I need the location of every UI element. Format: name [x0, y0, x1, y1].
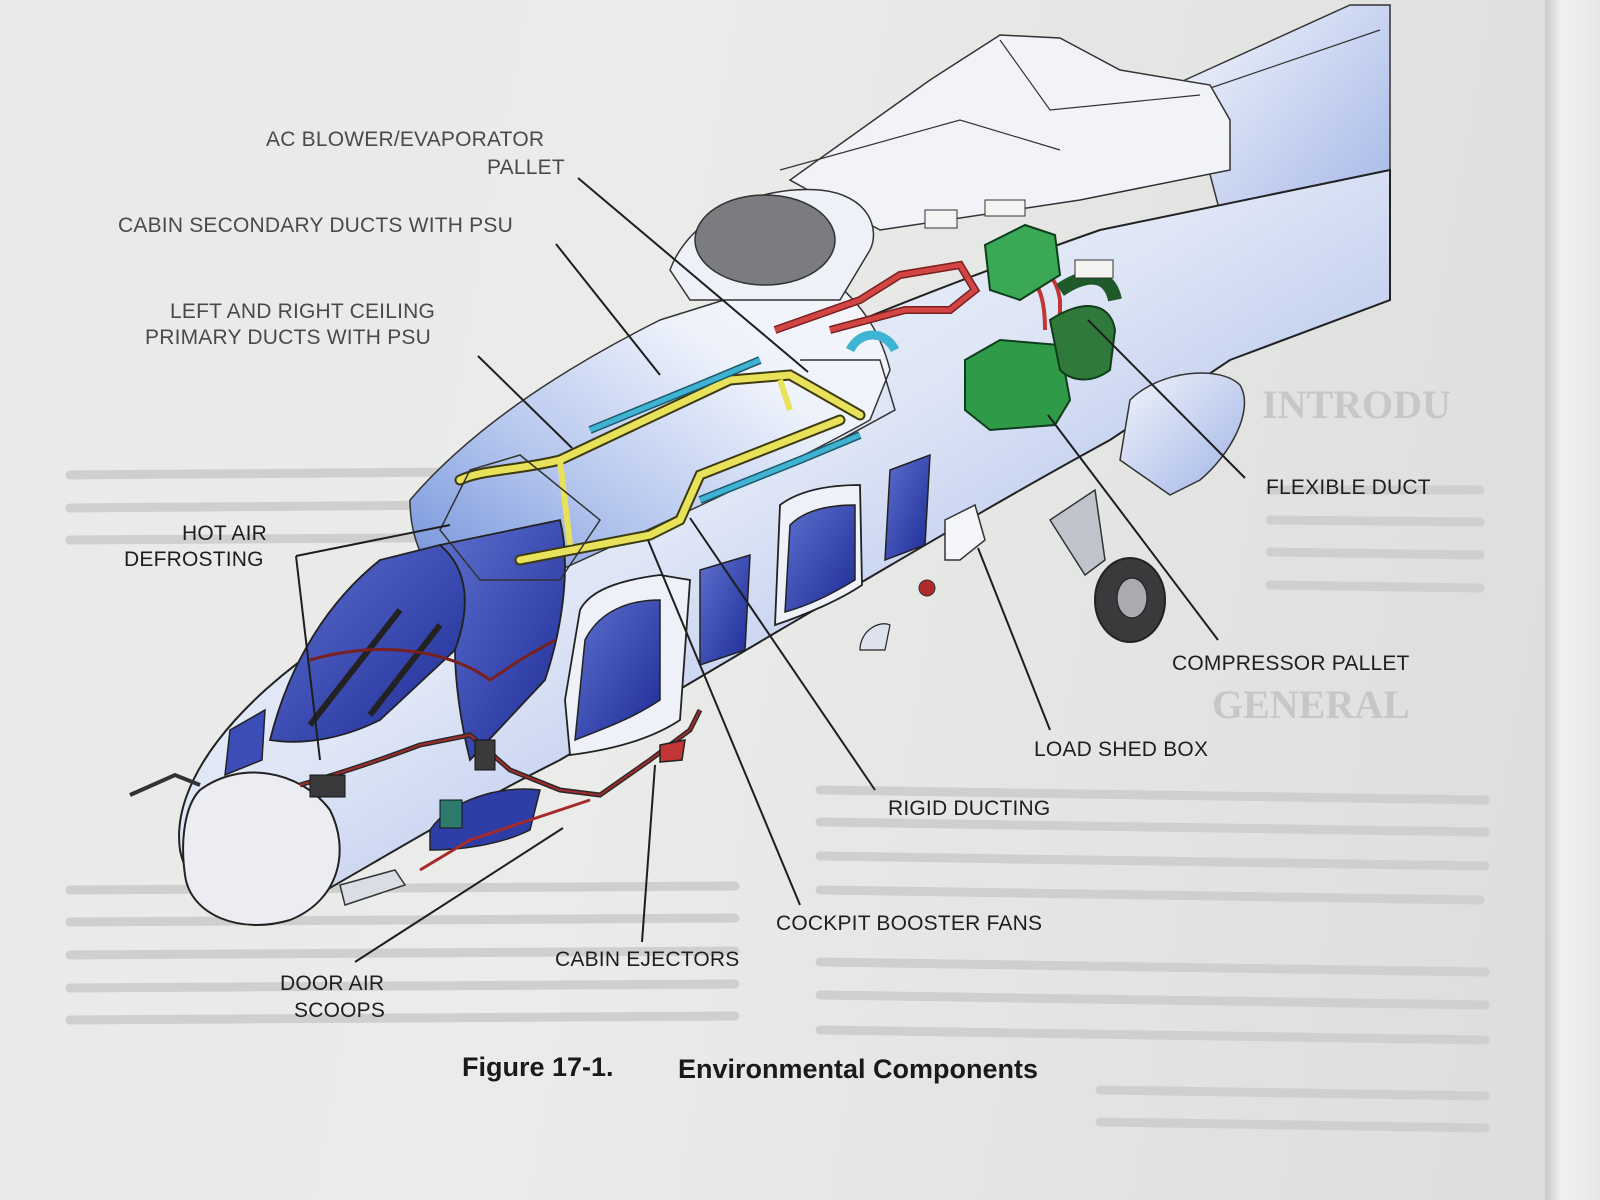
bleed-text-lines [65, 465, 1490, 1133]
leader-cabin-secondary [555, 243, 661, 376]
label-flexible-duct: FLEXIBLE DUCT [1266, 476, 1431, 499]
leader-load-shed [977, 547, 1051, 731]
leader-ceiling-primary [477, 355, 573, 449]
leader-rigid-ducting [689, 517, 876, 791]
bleed-heading-introduction: INTRODU [1262, 382, 1451, 427]
bleed-heading-general: GENERAL [1212, 682, 1410, 727]
leader-cockpit-booster [647, 539, 801, 906]
label-cockpit-booster-fans: COCKPIT BOOSTER FANS [776, 912, 1042, 935]
figure-number: Figure 17-1. [462, 1052, 614, 1082]
label-ceiling-primary-line1: LEFT AND RIGHT CEILING [170, 300, 435, 323]
figure-caption: Figure 17-1. Environmental Components [462, 1052, 1038, 1084]
label-compressor-pallet: COMPRESSOR PALLET [1172, 652, 1410, 675]
leader-ac-blower [577, 177, 809, 373]
label-load-shed-box: LOAD SHED BOX [1034, 738, 1208, 761]
leader-flexible-duct [1087, 319, 1246, 479]
label-ac-blower-line2: PALLET [487, 156, 565, 179]
leader-hot-air [295, 524, 451, 761]
page-gutter [1545, 0, 1600, 1200]
callout-labels: AC BLOWER/EVAPORATOR PALLET CABIN SECOND… [118, 128, 1431, 1022]
label-hot-air-line2: DEFROSTING [124, 548, 264, 571]
leader-lines [295, 177, 1246, 963]
label-ceiling-primary-line2: PRIMARY DUCTS WITH PSU [145, 326, 431, 349]
label-cabin-secondary: CABIN SECONDARY DUCTS WITH PSU [118, 214, 513, 237]
bleed-through-text: INTRODU GENERAL [65, 382, 1490, 1133]
label-hot-air-line1: HOT AIR [182, 522, 267, 545]
label-rigid-ducting: RIGID DUCTING [888, 797, 1050, 820]
label-ac-blower-line1: AC BLOWER/EVAPORATOR [266, 128, 544, 151]
helicopter-illustration [129, 4, 1391, 926]
label-cabin-ejectors: CABIN EJECTORS [555, 948, 739, 971]
leader-compressor-pallet [1047, 414, 1219, 641]
leader-door-air-scoops [354, 827, 564, 963]
leader-cabin-ejectors [641, 764, 656, 943]
figure-title: Environmental Components [678, 1054, 1038, 1084]
label-door-air-scoops-line2: SCOOPS [294, 999, 385, 1022]
label-door-air-scoops-line1: DOOR AIR [280, 972, 384, 995]
